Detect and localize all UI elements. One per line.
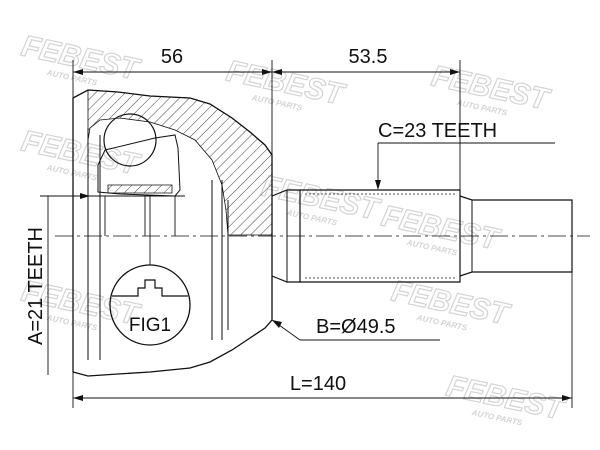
- teeth-c-callout: C=23 TEETH: [375, 120, 555, 190]
- fig1-label: FIG1: [129, 315, 171, 336]
- teeth-a-callout: A=21 TEETH: [25, 193, 90, 375]
- fig1-callout: FIG1: [109, 236, 191, 346]
- teeth-a-label: A=21 TEETH: [25, 227, 47, 345]
- teeth-c-label: C=23 TEETH: [378, 120, 497, 142]
- dim-length-label: L=140: [290, 373, 346, 395]
- fig1-circle: [109, 264, 191, 346]
- ball-circle: [103, 113, 157, 167]
- diameter-b-label: B=Ø49.5: [316, 316, 396, 338]
- dim-width-right: 53.5: [349, 46, 388, 68]
- cv-joint-housing: [72, 89, 273, 377]
- inner-race: [90, 113, 185, 236]
- diameter-b-callout: B=Ø49.5: [271, 316, 440, 341]
- dimension-length: L=140: [72, 272, 573, 408]
- dim-width-left: 56: [161, 46, 183, 68]
- dimension-top: 56 53.5: [72, 46, 461, 190]
- spline-shaft: [271, 189, 573, 283]
